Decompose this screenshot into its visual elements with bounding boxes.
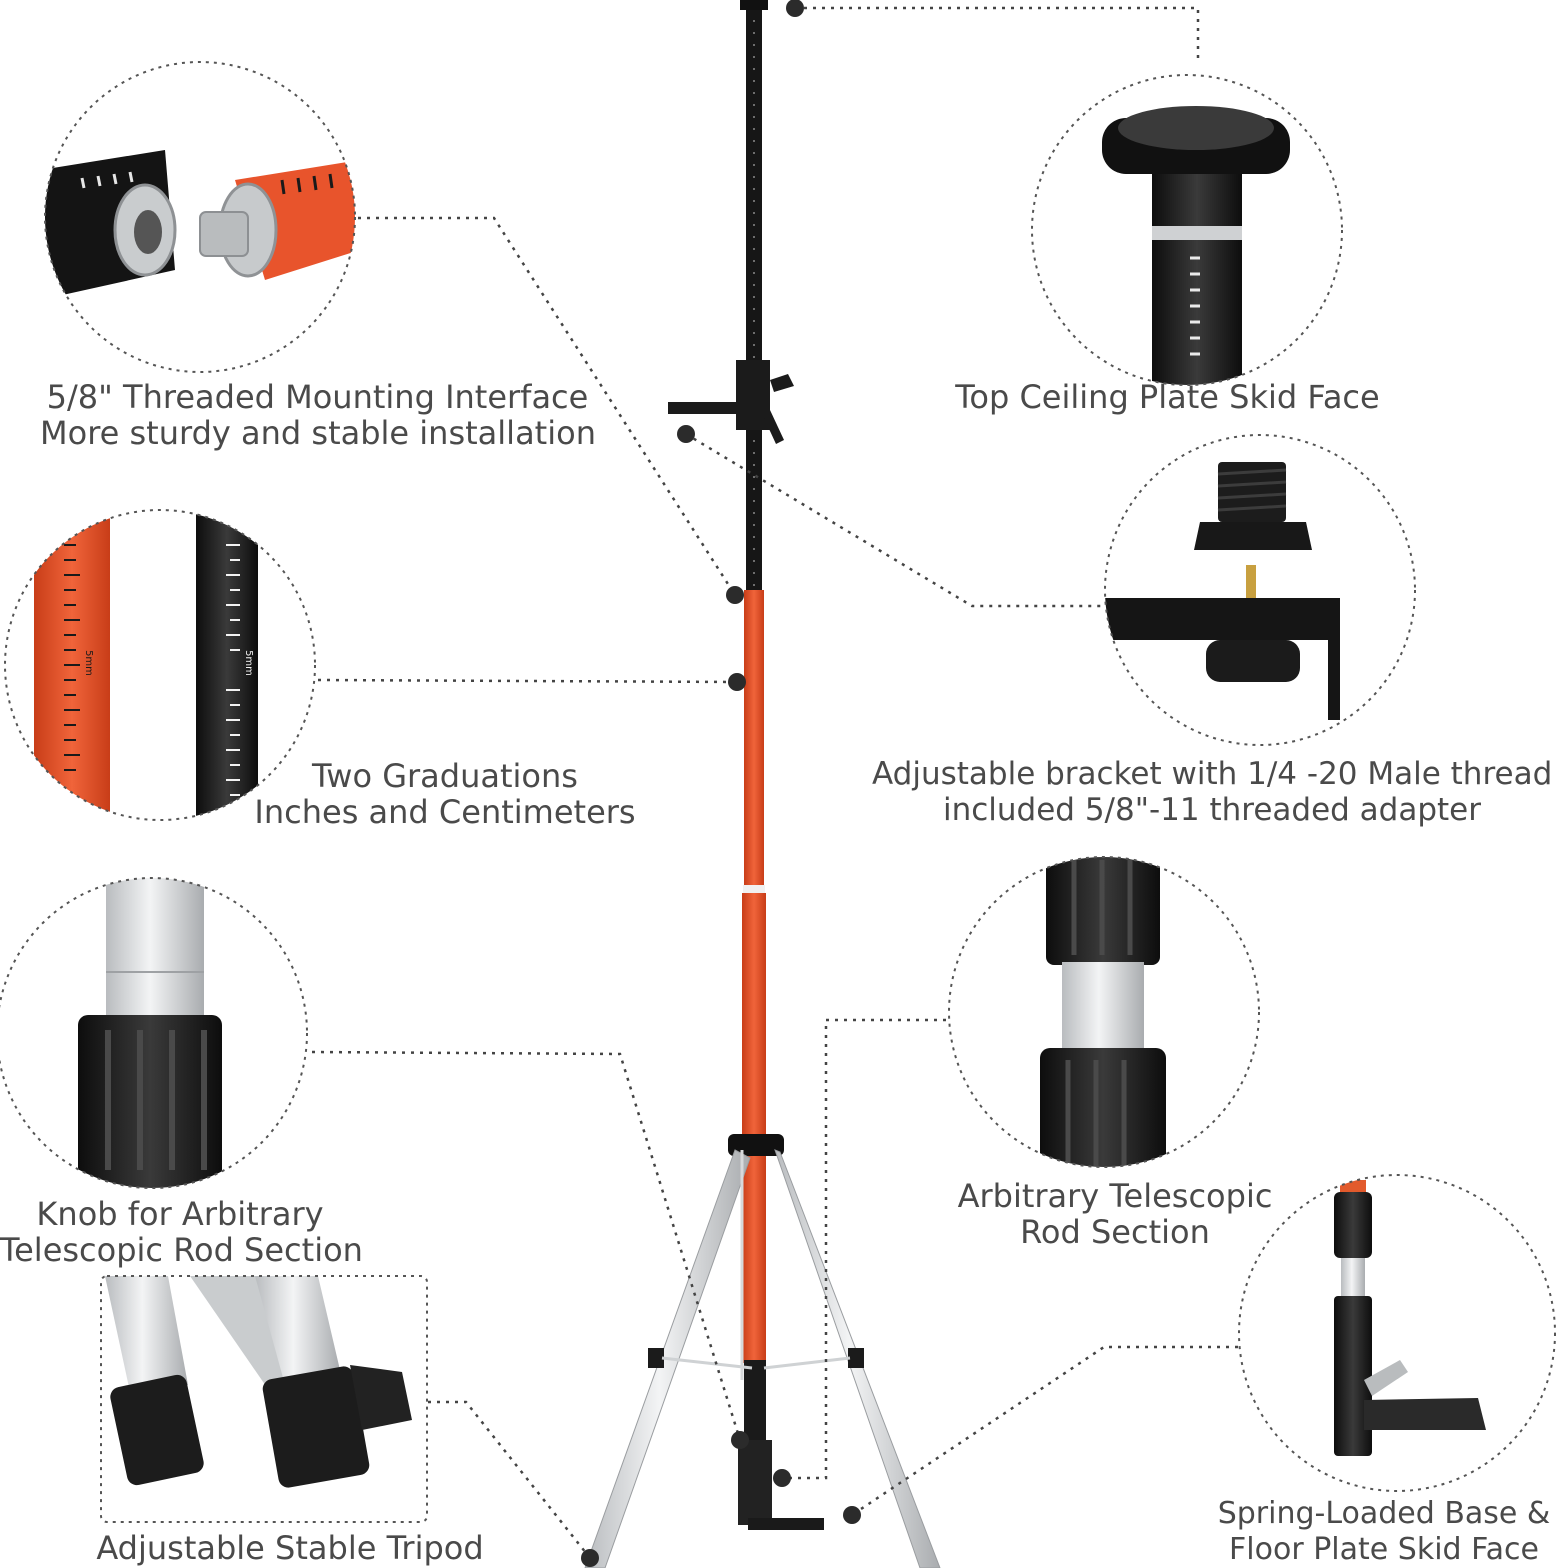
- label-graduations-line1: Two Graduations: [312, 757, 578, 795]
- callout-leader-lines: [311, 6, 1238, 1559]
- label-threaded-interface: 5/8" Threaded Mounting Interface More st…: [40, 378, 596, 452]
- pole-black-section: [746, 0, 762, 600]
- detail-top-ceiling-plate: [1031, 74, 1343, 386]
- label-telescopic-section-line2: Rod Section: [1020, 1213, 1210, 1251]
- detail-graduations: 5mm 5mm: [4, 509, 316, 821]
- label-threaded-interface-line1: 5/8" Threaded Mounting Interface: [46, 378, 589, 416]
- main-pole: [584, 0, 941, 1568]
- detail-threaded-interface: [44, 61, 356, 373]
- label-bracket-line2: included 5/8"-11 threaded adapter: [942, 792, 1482, 828]
- detail-knob: [0, 877, 308, 1189]
- label-knob-line2: Telescopic Rod Section: [0, 1231, 363, 1269]
- label-knob: Knob for Arbitrary Telescopic Rod Sectio…: [0, 1195, 363, 1269]
- label-top-ceiling-plate: Top Ceiling Plate Skid Face: [940, 379, 1395, 415]
- label-spring-base-line1: Spring-Loaded Base &: [1217, 1496, 1551, 1531]
- label-telescopic-section-line1: Arbitrary Telescopic: [957, 1177, 1273, 1215]
- detail-bracket: [1104, 434, 1416, 746]
- label-tripod: Adjustable Stable Tripod: [90, 1530, 490, 1566]
- label-graduations-line2: Inches and Centimeters: [254, 793, 636, 831]
- detail-spring-base: [1238, 1174, 1556, 1492]
- black-rule-mark: 5mm: [243, 650, 254, 676]
- pole-orange-lower: [742, 893, 766, 1363]
- label-tripod-line1: Adjustable Stable Tripod: [96, 1529, 484, 1567]
- label-graduations: Two Graduations Inches and Centimeters: [240, 758, 650, 830]
- label-bracket-line1: Adjustable bracket with 1/4 -20 Male thr…: [872, 756, 1553, 792]
- detail-telescopic-section: [948, 856, 1260, 1168]
- label-spring-base: Spring-Loaded Base & Floor Plate Skid Fa…: [1200, 1496, 1568, 1568]
- label-spring-base-line2: Floor Plate Skid Face: [1229, 1532, 1539, 1567]
- label-bracket: Adjustable bracket with 1/4 -20 Male thr…: [872, 756, 1552, 828]
- label-threaded-interface-line2: More sturdy and stable installation: [40, 414, 596, 452]
- label-telescopic-section: Arbitrary Telescopic Rod Section: [940, 1178, 1290, 1250]
- callout-dots: [581, 0, 861, 1567]
- label-top-ceiling-plate-line1: Top Ceiling Plate Skid Face: [955, 378, 1380, 416]
- detail-tripod: [100, 1275, 428, 1523]
- orange-rule-mark: 5mm: [83, 650, 94, 676]
- floor-plate: [748, 1518, 824, 1530]
- pole-orange-upper: [744, 590, 764, 895]
- label-knob-line1: Knob for Arbitrary: [36, 1195, 324, 1233]
